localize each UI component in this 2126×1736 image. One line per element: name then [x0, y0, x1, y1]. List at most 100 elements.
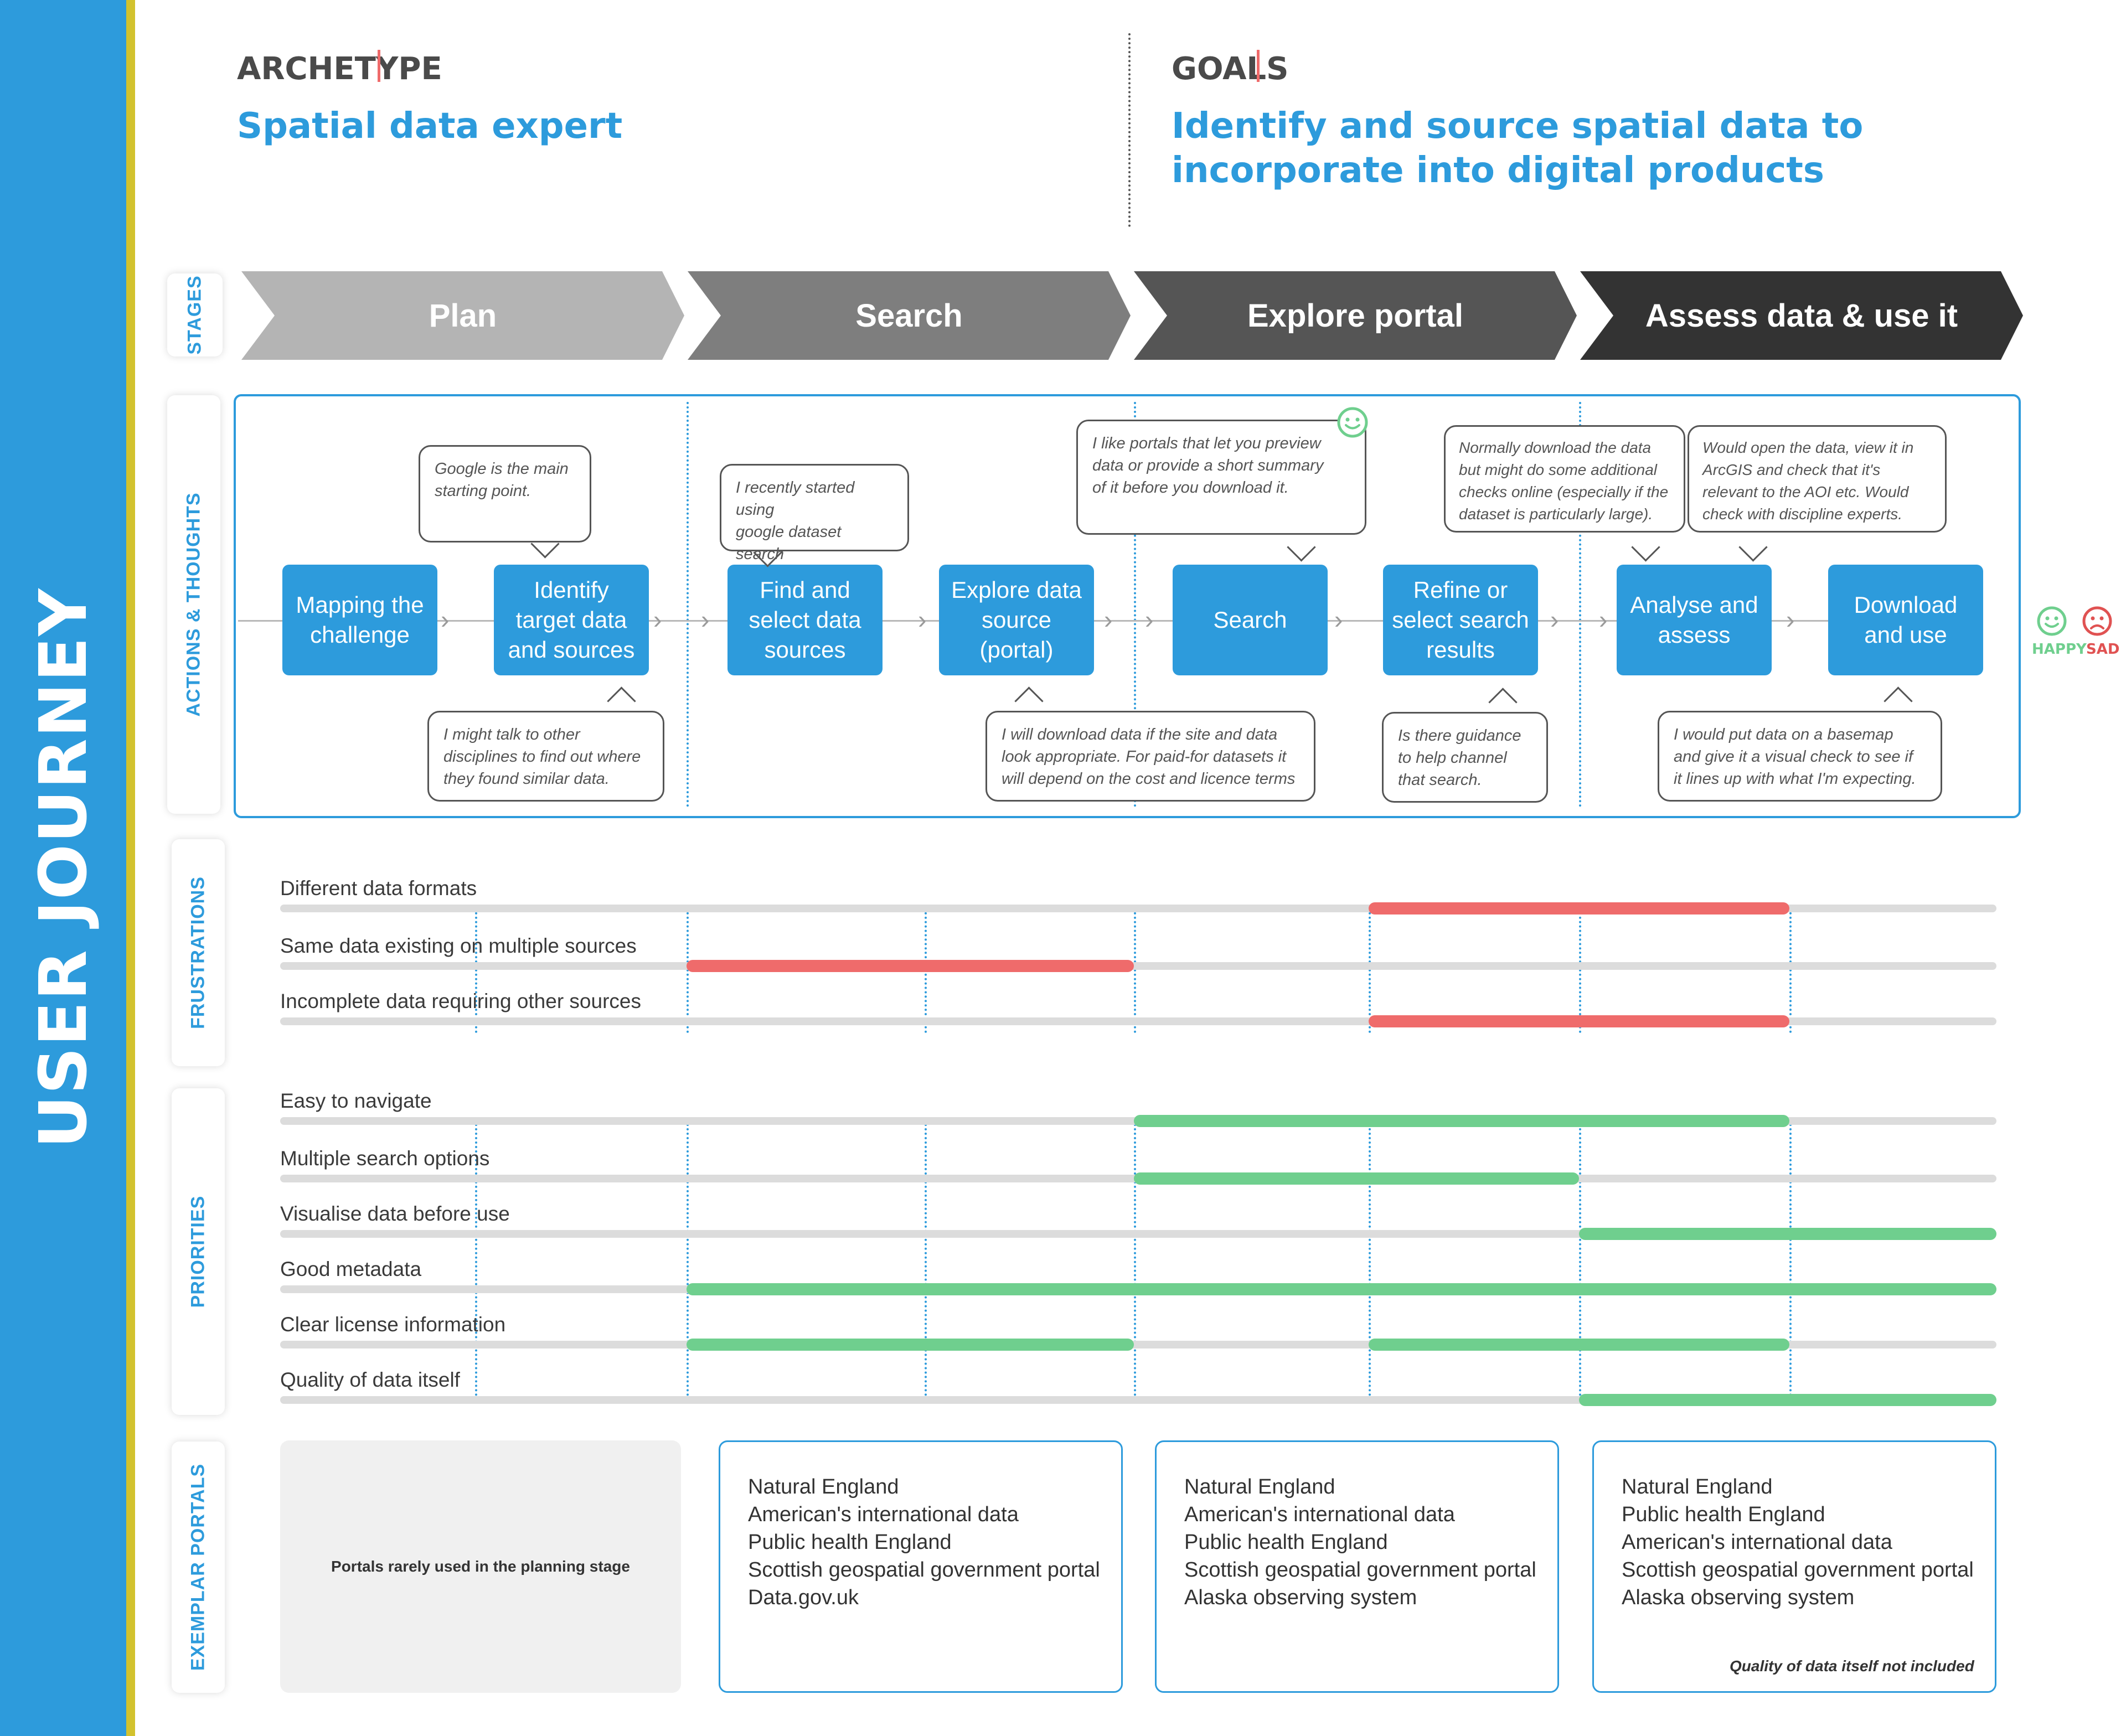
portal-item: American's international data	[1184, 1503, 1455, 1526]
frustration-label: Incomplete data requiring other sources	[280, 990, 641, 1012]
stage-divider-2	[1134, 402, 1136, 807]
sidebar-title: USER JOURNEY	[25, 587, 101, 1149]
goals-value-line-1: Identify and source spatial data to	[1172, 106, 1864, 147]
portal-item: American's international data	[748, 1503, 1019, 1526]
archetype-accent-bar	[378, 50, 380, 82]
column-divider	[1369, 908, 1371, 1033]
priority-label: Easy to navigate	[280, 1089, 432, 1112]
priority-track	[280, 1230, 1996, 1238]
arrow-right-icon: ›	[1786, 605, 1795, 634]
frustration-bar	[687, 960, 1134, 972]
happy-face-icon	[1337, 407, 1368, 438]
column-divider	[687, 1124, 689, 1401]
column-divider	[1134, 1124, 1136, 1401]
portal-item: Alaska observing system	[1184, 1586, 1417, 1609]
priority-track	[280, 1396, 1996, 1404]
actions-panel	[234, 394, 2021, 818]
portal-plan-box: Portals rarely used in the planning stag…	[280, 1440, 681, 1693]
flow-line	[238, 620, 1977, 622]
priority-label: Quality of data itself	[280, 1368, 460, 1391]
stage-divider-3	[1579, 402, 1581, 807]
portal-item: Data.gov.uk	[748, 1586, 859, 1609]
header-divider	[1128, 33, 1131, 227]
priority-bar	[1134, 1115, 1789, 1127]
tab-priorities	[172, 1088, 225, 1415]
archetype-value: Spatial data expert	[237, 106, 623, 147]
stage-search-label: Search	[855, 297, 963, 334]
stage-explore-portal: Explore portal	[1134, 271, 1577, 360]
tab-portals-label: EXEMPLAR PORTALS	[187, 1463, 209, 1671]
column-divider	[1579, 1124, 1581, 1401]
arrow-right-icon: ›	[1145, 605, 1154, 634]
stage-plan-label: Plan	[429, 297, 497, 334]
portal-item: Natural England	[748, 1475, 899, 1499]
portal-item: American's international data	[1622, 1531, 1892, 1554]
tab-frustrations	[172, 839, 225, 1066]
sidebar-accent-stripe	[126, 0, 135, 1736]
column-divider	[475, 1124, 477, 1401]
stage-assess: Assess data & use it	[1580, 271, 2023, 360]
frustration-bar	[1369, 902, 1789, 914]
portal-item: Scottish geospatial government portal	[1622, 1558, 1974, 1582]
arrow-right-icon: ›	[653, 605, 662, 634]
priority-bar	[1579, 1394, 1996, 1406]
column-divider	[925, 1124, 927, 1401]
goals-value: Identify and source spatial data to inco…	[1172, 104, 1863, 193]
tab-frustrations-label: FRUSTRATIONS	[187, 876, 209, 1029]
column-divider	[1789, 1124, 1792, 1401]
frustration-bar	[1369, 1015, 1789, 1027]
portal-item: Scottish geospatial government portal	[748, 1558, 1100, 1582]
action-search: Search	[1173, 565, 1328, 675]
portal-item: Public health England	[1184, 1531, 1388, 1554]
priority-label: Multiple search options	[280, 1147, 490, 1170]
arrow-right-icon: ›	[1599, 605, 1608, 634]
column-divider	[1134, 908, 1136, 1033]
tab-actions	[167, 395, 220, 814]
stage-assess-label: Assess data & use it	[1645, 297, 1958, 334]
stage-explore-label: Explore portal	[1247, 297, 1463, 334]
column-divider	[475, 908, 477, 1033]
arrow-right-icon: ›	[918, 605, 927, 634]
portal-item: Scottish geospatial government portal	[1184, 1558, 1536, 1582]
arrow-right-icon: ›	[1550, 605, 1559, 634]
priority-bar	[1579, 1228, 1996, 1240]
priority-bar	[1134, 1172, 1579, 1185]
stage-divider-1	[687, 402, 689, 807]
arrow-right-icon: ›	[701, 605, 710, 634]
sad-face-icon	[2082, 606, 2112, 636]
arrow-right-icon: ›	[1104, 605, 1113, 634]
smiley-face-icon	[2037, 606, 2067, 636]
priority-bar	[1369, 1339, 1789, 1351]
column-divider	[1369, 1124, 1371, 1401]
happy-label: HAPPY	[2032, 641, 2087, 658]
portal-explore-box: Natural England American's international…	[1155, 1440, 1559, 1693]
frustration-label: Different data formats	[280, 877, 477, 900]
portal-assess-note: Quality of data itself not included	[1730, 1657, 1974, 1675]
portal-assess-box: Natural England Public health England Am…	[1592, 1440, 1996, 1693]
priority-bar	[687, 1283, 1996, 1295]
goals-accent-bar	[1257, 50, 1260, 82]
arrow-right-icon: ›	[1334, 605, 1343, 634]
column-divider	[687, 908, 689, 1033]
frustration-label: Same data existing on multiple sources	[280, 934, 637, 957]
portal-item: Natural England	[1184, 1475, 1335, 1499]
sad-label: SAD	[2086, 641, 2120, 658]
archetype-label: ARCHETYPE	[237, 51, 442, 87]
portal-plan-note: Portals rarely used in the planning stag…	[331, 1558, 630, 1575]
priority-label: Visualise data before use	[280, 1202, 510, 1225]
thought-download-appropriate: I will download data if the site and dat…	[985, 711, 1315, 802]
column-divider	[1579, 908, 1581, 1033]
portal-item: Public health England	[748, 1531, 952, 1554]
